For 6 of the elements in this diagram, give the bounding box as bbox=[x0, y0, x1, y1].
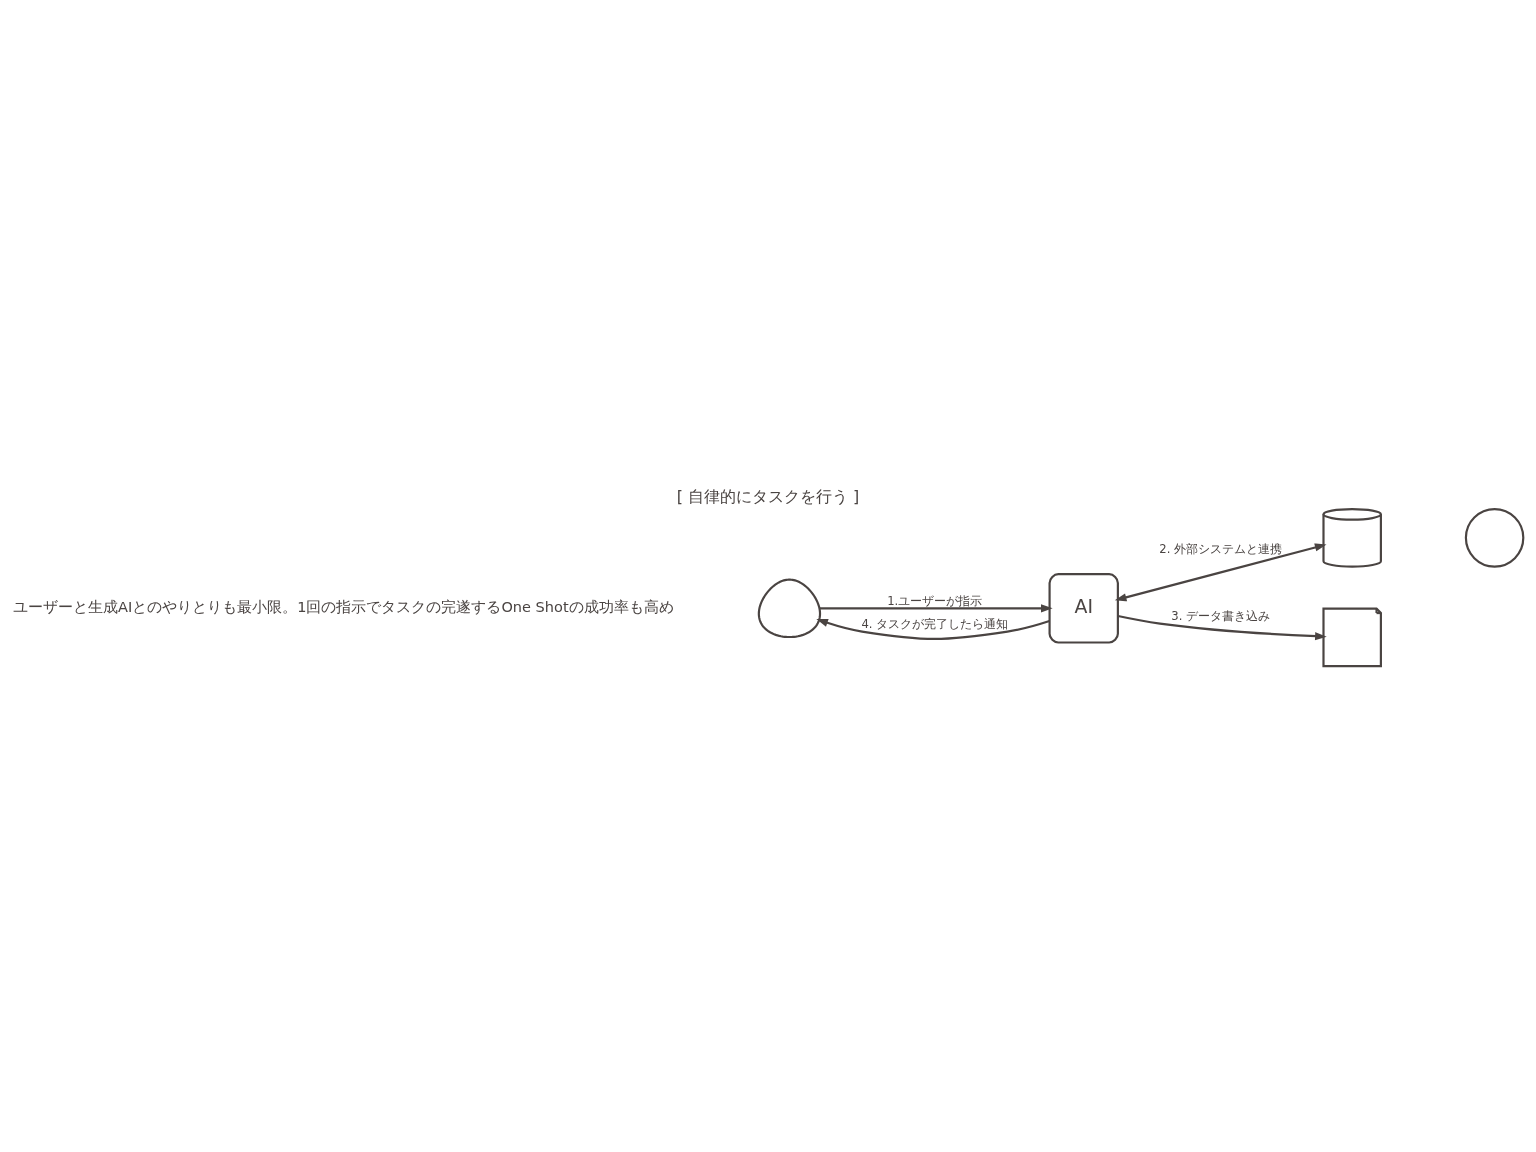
diagram-title: [ 自律的にタスクを行う ] bbox=[676, 486, 860, 506]
edge-label: 3. データ書き込み bbox=[1171, 608, 1271, 623]
edge-label: 2. 外部システムと連携 bbox=[1159, 541, 1283, 556]
label: ユーザーと生成AIとのやりとりも最小限。1回の指示でタスクの完遂するOne Shotの成功率も高め bbox=[12, 598, 674, 615]
edge-label: 1.ユーザーが指示 bbox=[887, 593, 983, 608]
edge-label: 4. タスクが完了したら通知 bbox=[861, 616, 1009, 631]
